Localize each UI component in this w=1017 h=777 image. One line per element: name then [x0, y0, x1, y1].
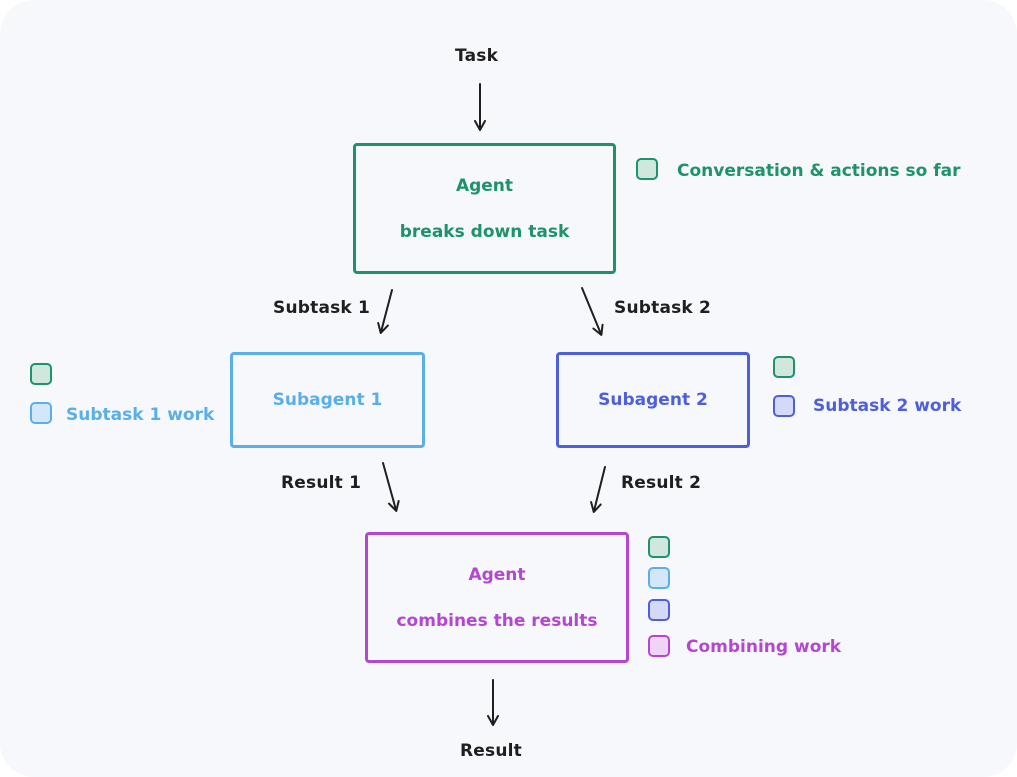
conversation-legend: Conversation & actions so far [677, 161, 961, 181]
result1-label: Result 1 [281, 473, 362, 493]
result-label: Result [460, 741, 522, 761]
conversation-square [636, 158, 658, 180]
subagent2-box: Subagent 2 [556, 352, 750, 448]
subtask2-label: Subtask 2 [614, 298, 712, 318]
combining-work-square [648, 635, 670, 657]
arrow-subagent1-to-agent [382, 462, 400, 512]
subagent2-context-square [773, 356, 795, 378]
subtask2-work-square [773, 395, 795, 417]
result2-label: Result 2 [621, 473, 702, 493]
subagent2-title: Subagent 2 [598, 390, 708, 410]
subtask1-work-legend: Subtask 1 work [66, 405, 215, 425]
combining-work-legend: Combining work [686, 637, 842, 657]
task-label: Task [455, 46, 499, 66]
agent-breakdown-subtitle: breaks down task [399, 221, 570, 242]
combine-context-green-square [648, 536, 670, 558]
subtask1-work-square [30, 402, 52, 424]
subtask2-work-legend: Subtask 2 work [813, 396, 962, 416]
agent-combine-subtitle: combines the results [396, 610, 598, 631]
subagent1-box: Subagent 1 [230, 352, 425, 448]
agent-combine-title: Agent [468, 564, 526, 585]
arrow-agent-to-subagent1 [377, 289, 393, 334]
subagent1-title: Subagent 1 [272, 390, 383, 410]
subtask1-label: Subtask 1 [273, 298, 371, 318]
agent-breakdown-box: Agent breaks down task [353, 143, 616, 274]
subagent1-context-square [30, 363, 52, 385]
arrow-subagent2-to-agent [590, 466, 606, 513]
arrow-agent-to-subagent2 [581, 287, 604, 336]
combine-context-lightblue-square [648, 567, 670, 589]
agent-combine-box: Agent combines the results [365, 532, 629, 663]
combine-context-blue-square [648, 599, 670, 621]
agent-breakdown-title: Agent [455, 175, 514, 196]
